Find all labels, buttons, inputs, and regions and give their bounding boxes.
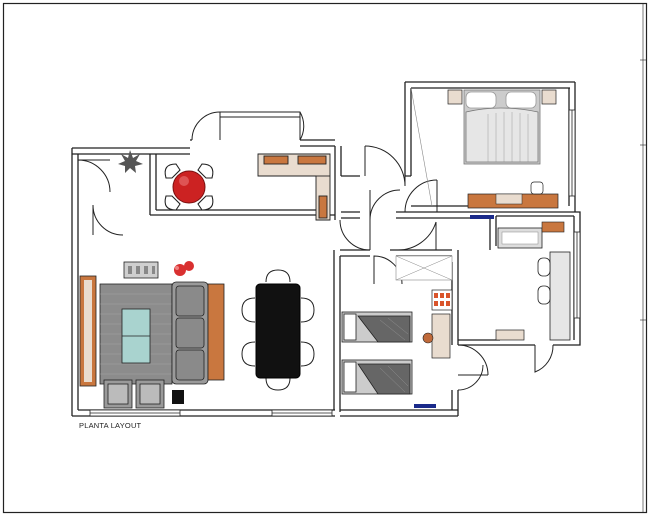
chair-icon [164,163,214,211]
speaker [172,390,184,404]
master-bedroom [410,87,559,209]
drawing-caption: PLANTA LAYOUT [79,421,142,430]
chair-icon [530,181,544,195]
dining-set [241,269,315,391]
plant-icon [118,150,143,173]
round-table [172,170,206,204]
chair-icon [241,269,315,391]
chair-icon [422,332,434,344]
kids-bedroom [341,255,453,395]
bed-icon [463,89,541,165]
armchairs [103,379,165,409]
table-icon [255,283,301,379]
round-dining-set [164,163,214,211]
sofa-icon [171,281,225,385]
living-room [79,261,225,409]
kitchen-counter [257,153,331,221]
bed-icon [341,311,413,395]
lamp-icon [174,261,194,276]
nightstand [447,89,463,105]
bath-kitchen [495,221,571,341]
nightstand [541,89,557,105]
windows [89,109,581,417]
door-swing-icon [77,111,554,391]
tv-unit [123,261,159,279]
desk [431,313,451,359]
